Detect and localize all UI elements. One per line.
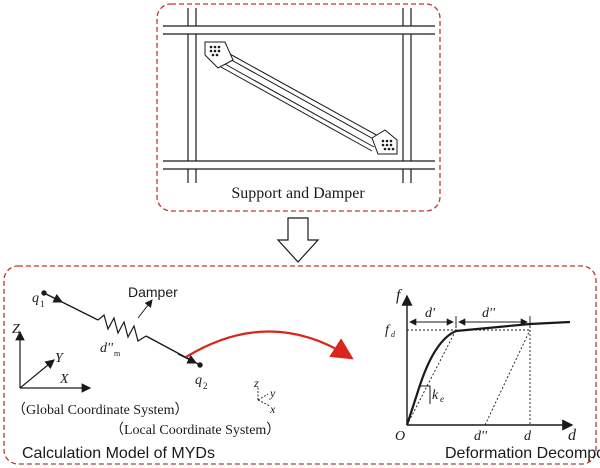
d-axis-label: d <box>568 427 577 444</box>
d-double-prime-top-label: d'' <box>482 306 496 321</box>
guide-lines <box>406 318 531 426</box>
svg-text:d'': d'' <box>100 341 114 356</box>
fd-label: f d <box>385 323 396 339</box>
svg-text:q: q <box>195 373 202 388</box>
gusset-plate-bottom-right <box>371 129 398 155</box>
bottom-panel-caption: Calculation Model of MYDs <box>22 445 215 462</box>
d-bottom-label: d <box>524 429 532 444</box>
local-axis-y: y <box>269 386 276 400</box>
svg-text:q: q <box>32 291 39 306</box>
top-panel-border <box>156 3 441 212</box>
down-arrow-icon <box>276 217 320 263</box>
spring-deformation-label: d'' m <box>100 341 121 358</box>
global-axes <box>15 330 92 393</box>
global-axis-y: Y <box>55 351 65 366</box>
damper-label: Damper <box>128 284 178 300</box>
decomposition-caption: Deformation Decomposition <box>445 445 600 462</box>
force-deformation-chart: f d O f d d' d'' d'' d k e Deformation D… <box>385 287 600 462</box>
local-axes <box>257 386 271 407</box>
top-panel: Support and Damper <box>156 3 441 212</box>
f-axis-label: f <box>396 287 403 304</box>
global-axis-z: Z <box>12 322 20 337</box>
svg-text:2: 2 <box>203 381 208 391</box>
gusset-plate-top-left <box>204 41 234 69</box>
force-deformation-curve <box>405 320 571 426</box>
structural-frame <box>163 8 435 183</box>
local-axis-x: x <box>269 402 276 416</box>
bottom-panel-border <box>3 265 597 465</box>
bottom-panel: Damper q 1 q 2 d'' m Z Y X z y x <box>3 265 600 465</box>
svg-text:f: f <box>385 323 391 338</box>
svg-text:k: k <box>432 388 439 403</box>
d-double-prime-bottom-label: d'' <box>474 429 488 444</box>
global-axis-x: X <box>59 372 69 387</box>
damper-model <box>41 290 203 368</box>
red-curved-arrow <box>185 330 354 360</box>
svg-text:m: m <box>114 349 121 358</box>
global-coordinate-caption: （Global Coordinate System） <box>12 402 189 418</box>
origin-label: O <box>395 429 405 444</box>
local-axis-z: z <box>253 376 259 390</box>
local-coordinate-caption: （Local Coordinate System） <box>110 422 280 438</box>
diagonal-brace <box>220 52 381 152</box>
d-prime-label: d' <box>425 306 436 321</box>
svg-text:e: e <box>440 394 444 404</box>
top-panel-caption: Support and Damper <box>231 185 365 202</box>
node-q2: q 2 <box>195 373 208 391</box>
ke-label: k e <box>432 388 444 404</box>
svg-text:1: 1 <box>40 299 45 309</box>
svg-text:d: d <box>391 330 396 339</box>
node-q1: q 1 <box>32 291 45 309</box>
dimension-arrows <box>406 316 531 328</box>
stiffness-triangle <box>420 385 431 404</box>
